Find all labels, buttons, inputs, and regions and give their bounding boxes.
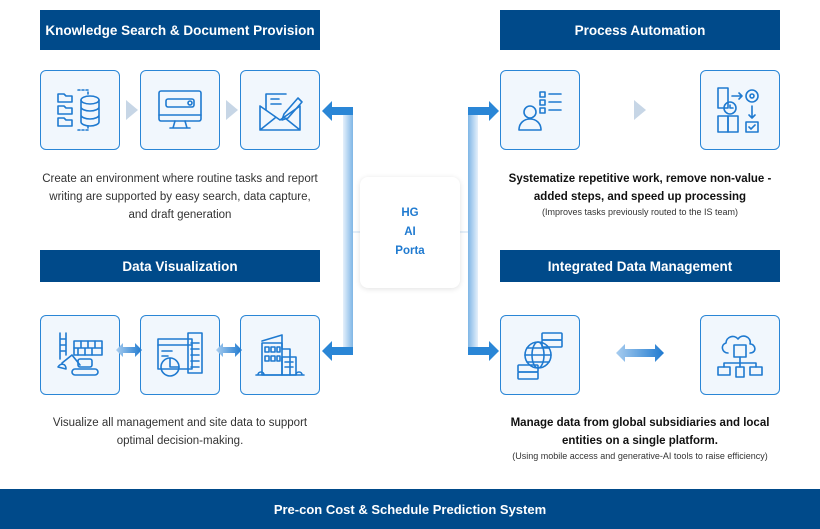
process-note: (Improves tasks previously routed to the… [541,207,739,217]
footer-banner: Pre-con Cost & Schedule Prediction Syste… [0,489,820,529]
construction-site-icon-box [40,315,120,395]
email-edit-icon [259,93,303,131]
process-automation-header: Process Automation [500,10,780,50]
flow-arrow-icon [634,100,646,120]
office-building-icon [255,334,305,376]
integrated-note: (Using mobile access and generative-AI t… [512,451,768,461]
hg-ai-porta-hub: HG AI Porta [360,177,460,288]
data-visualization-header: Data Visualization [40,250,320,282]
integrated-description: Manage data from global subsidiaries and… [500,414,780,462]
dashboard-chart-icon-box [140,315,220,395]
knowledge-search-header: Knowledge Search & Document Provision [40,10,320,50]
connector-bar-right [468,107,478,353]
arrow-left-icon [322,101,353,121]
connector-line [353,231,360,233]
process-description: Systematize repetitive work, remove non-… [500,170,780,218]
connector-line [460,231,468,233]
server-workflow-icon-box [700,70,780,150]
arrow-left-icon [322,341,353,361]
office-building-icon-box [240,315,320,395]
flow-arrow-icon [126,100,138,120]
folders-database-icon [57,89,100,131]
knowledge-description: Create an environment where routine task… [42,173,318,221]
process-description-text: Systematize repetitive work, remove non-… [508,173,772,203]
connector-bar-left [343,107,353,353]
server-workflow-icon [717,87,759,133]
construction-site-icon [57,332,103,376]
bidirectional-arrow-icon [216,343,242,357]
monitor-search-icon-box [140,70,220,150]
dataviz-description: Visualize all management and site data t… [52,417,308,447]
arrow-right-icon [468,101,499,121]
integrated-description-text: Manage data from global subsidiaries and… [510,417,770,447]
global-servers-icon-box [500,315,580,395]
cloud-network-icon-box [700,315,780,395]
email-edit-icon-box [240,70,320,150]
integrated-data-management-header: Integrated Data Management [500,250,780,282]
hub-line-2: AI [404,226,416,238]
bidirectional-arrow-icon [116,343,142,357]
flow-arrow-icon [226,100,238,120]
cloud-network-icon [717,335,763,378]
monitor-search-icon [158,90,202,129]
user-checklist-icon [518,91,562,131]
hub-line-3: Porta [395,245,425,257]
dashboard-chart-icon [157,332,203,377]
bidirectional-arrow-icon [616,344,664,362]
arrow-right-icon [468,341,499,361]
global-servers-icon [517,332,563,380]
user-checklist-icon-box [500,70,580,150]
hub-line-1: HG [401,207,419,219]
folders-database-icon-box [40,70,120,150]
